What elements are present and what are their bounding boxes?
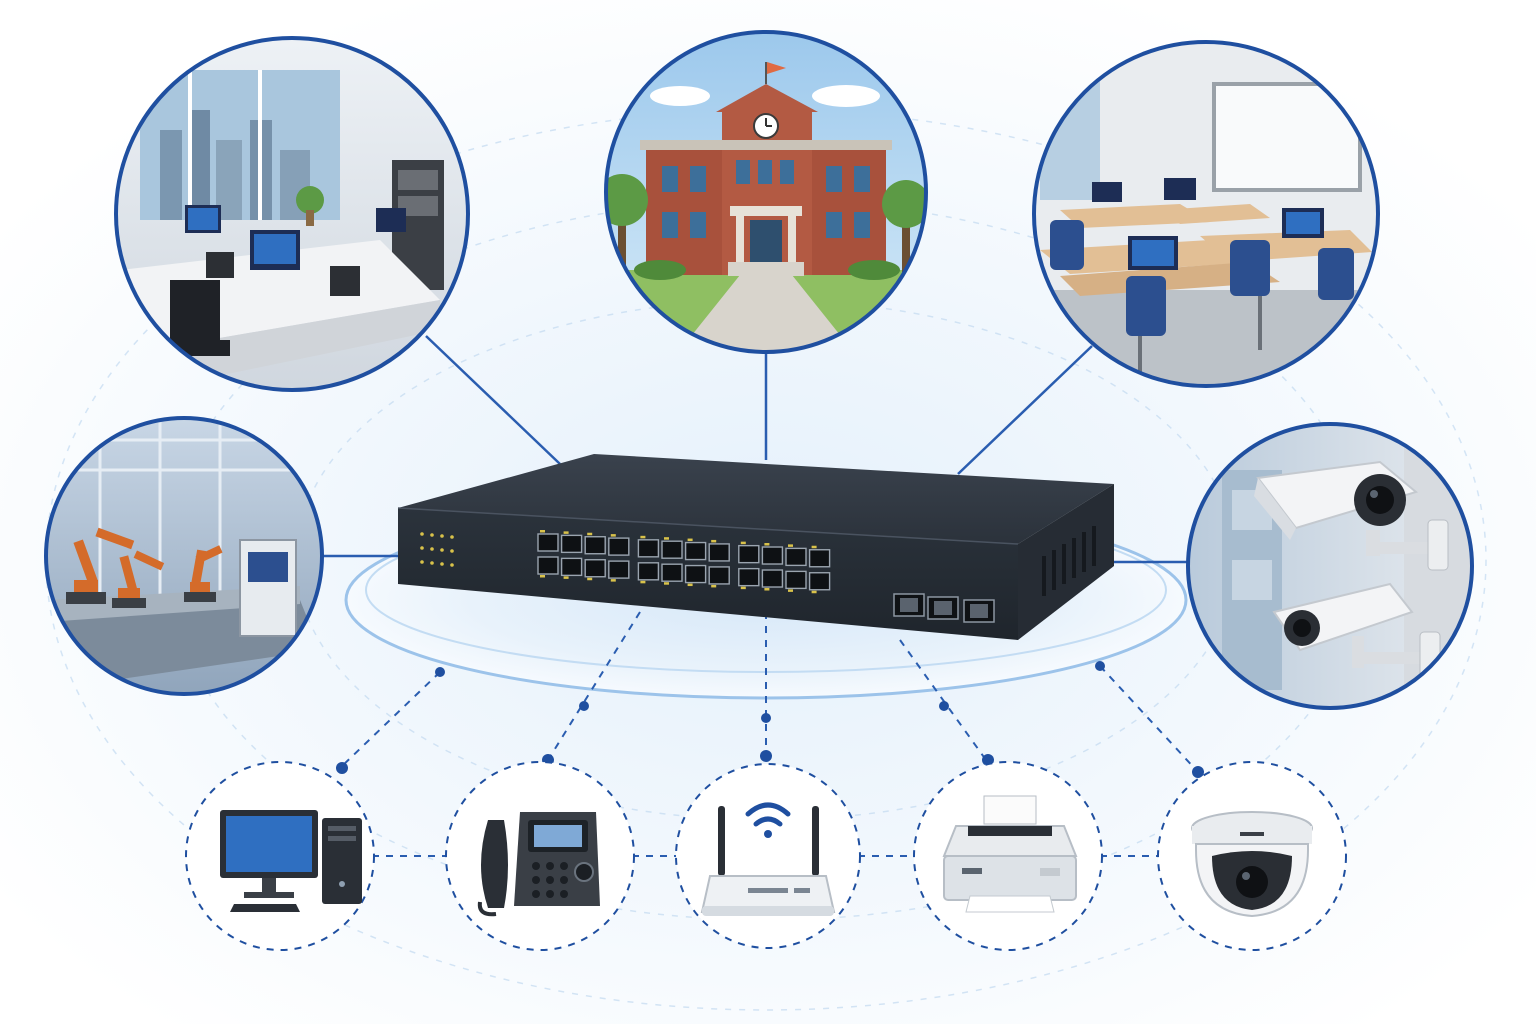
wifi-router-icon[interactable] — [700, 802, 836, 916]
rj45-port — [708, 566, 730, 585]
rj45-port — [684, 541, 707, 561]
rj45-port-block — [537, 530, 831, 594]
factory-robots-icon — [44, 416, 324, 696]
port-led — [788, 544, 793, 547]
port-led — [610, 579, 616, 582]
ip-phone-icon[interactable] — [477, 812, 600, 917]
port-led — [687, 583, 693, 587]
port-led — [664, 537, 669, 540]
rj45-port — [560, 557, 583, 577]
rj45-port — [537, 556, 559, 575]
rj45-port — [608, 537, 630, 556]
port-led — [811, 590, 817, 594]
port-led — [711, 539, 717, 543]
rj45-port — [661, 540, 683, 559]
port-led — [788, 589, 793, 592]
rj45-port — [608, 560, 630, 579]
rj45-port — [738, 567, 760, 587]
dome-camera-icon[interactable] — [1191, 811, 1313, 918]
classroom-scene-icon — [1032, 40, 1380, 388]
port-led — [587, 532, 593, 536]
port-led — [587, 577, 593, 581]
network-switch[interactable] — [397, 454, 1114, 640]
rj45-port — [584, 536, 606, 555]
port-led — [764, 588, 770, 591]
rj45-port — [661, 563, 683, 582]
rj45-port — [637, 562, 660, 581]
security-cameras-icon — [1186, 422, 1474, 710]
rj45-port — [808, 549, 831, 568]
port-led — [610, 534, 616, 537]
port-led — [640, 580, 646, 584]
rj45-port — [584, 559, 606, 578]
rj45-port — [808, 572, 831, 591]
office-scene-icon — [114, 36, 470, 392]
rj45-port — [738, 544, 760, 564]
device-links — [339, 611, 1199, 857]
vent-grille — [1042, 526, 1096, 596]
port-led — [640, 535, 646, 539]
port-led — [740, 541, 746, 545]
environment-links — [322, 335, 1188, 564]
port-led — [687, 538, 693, 542]
rj45-port — [785, 570, 807, 590]
rj45-port — [637, 539, 660, 558]
port-led — [811, 545, 817, 549]
rj45-port — [761, 546, 784, 565]
printer-icon[interactable] — [942, 795, 1078, 913]
port-led — [764, 543, 770, 546]
port-led — [563, 576, 569, 579]
link-classroom — [957, 345, 1093, 475]
port-led — [563, 531, 569, 534]
rj45-port — [708, 543, 730, 562]
rj45-port — [761, 569, 784, 588]
rj45-port — [537, 533, 559, 552]
desktop-computer-icon[interactable] — [220, 810, 362, 912]
link-office — [425, 335, 561, 465]
rj45-port — [684, 564, 707, 584]
rj45-port — [785, 547, 807, 567]
port-led — [711, 584, 717, 588]
sfp-ports — [893, 593, 995, 623]
rj45-port — [560, 534, 583, 554]
status-leds — [420, 532, 454, 567]
school-building-icon — [604, 30, 928, 354]
port-led — [740, 586, 746, 590]
port-led — [664, 582, 669, 585]
port-led — [540, 575, 545, 578]
port-led — [540, 530, 545, 533]
